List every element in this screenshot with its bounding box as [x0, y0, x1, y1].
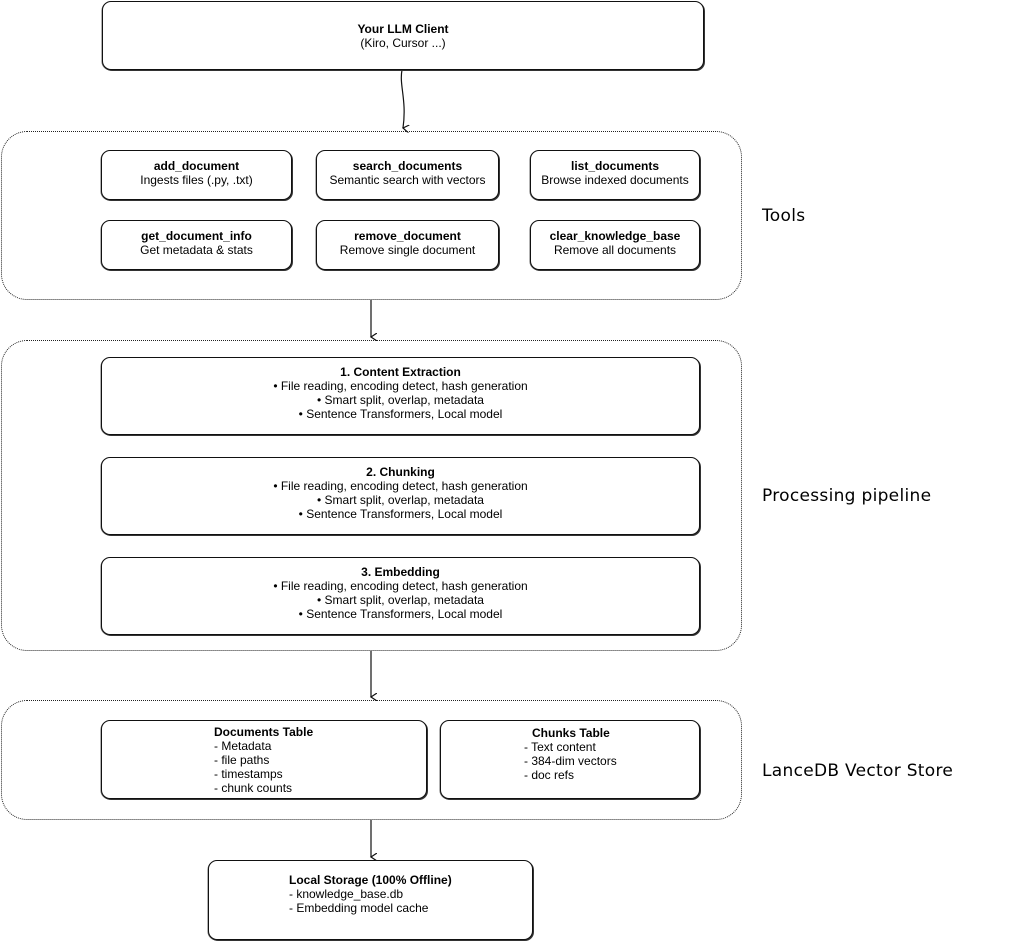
llm-client-title: Your LLM Client — [357, 22, 449, 36]
vector-store-label: LanceDB Vector Store — [762, 761, 954, 781]
stage-line: • File reading, encoding detect, hash ge… — [273, 579, 528, 593]
tool-desc: Remove all documents — [553, 243, 677, 257]
tool-add-document: add_document Ingests files (.py, .txt) — [101, 150, 292, 200]
tool-list-documents: list_documents Browse indexed documents — [530, 150, 700, 200]
tool-name: remove_document — [354, 229, 461, 243]
chunks-table-line: - Text content — [524, 740, 596, 754]
tool-name: clear_knowledge_base — [549, 229, 681, 243]
local-storage-title: Local Storage (100% Offline) — [289, 873, 452, 887]
pipeline-label: Processing pipeline — [762, 486, 932, 506]
tool-remove-document: remove_document Remove single document — [316, 220, 499, 270]
tool-get-document-info: get_document_info Get metadata & stats — [101, 220, 292, 270]
chunks-table-box: Chunks Table - Text content - 384-dim ve… — [440, 720, 700, 799]
chunks-table-title: Chunks Table — [532, 726, 610, 740]
pipeline-stage-embedding: 3. Embedding • File reading, encoding de… — [101, 557, 700, 635]
documents-table-line: - Metadata — [214, 739, 272, 753]
chunks-table-line: - doc refs — [524, 768, 575, 782]
tool-name: search_documents — [352, 159, 463, 173]
tool-name: add_document — [153, 159, 240, 173]
llm-client-subtitle: (Kiro, Cursor ...) — [360, 36, 446, 50]
tool-name: get_document_info — [141, 229, 252, 243]
stage-title: 1. Content Extraction — [340, 365, 461, 379]
documents-table-title: Documents Table — [214, 725, 314, 739]
tool-search-documents: search_documents Semantic search with ve… — [316, 150, 499, 200]
chunks-table-line: - 384-dim vectors — [524, 754, 617, 768]
stage-line: • Smart split, overlap, metadata — [317, 593, 484, 607]
stage-title: 2. Chunking — [366, 465, 435, 479]
tool-desc: Browse indexed documents — [541, 173, 689, 187]
local-storage-line: - Embedding model cache — [289, 901, 429, 915]
tool-desc: Semantic search with vectors — [329, 173, 486, 187]
pipeline-stage-chunking: 2. Chunking • File reading, encoding det… — [101, 457, 700, 535]
stage-line: • Sentence Transformers, Local model — [298, 407, 503, 421]
stage-title: 3. Embedding — [361, 565, 440, 579]
tool-desc: Get metadata & stats — [140, 243, 253, 257]
vector-store-group — [1, 700, 742, 820]
llm-client-box: Your LLM Client (Kiro, Cursor ...) — [102, 1, 704, 70]
documents-table-line: - chunk counts — [214, 781, 293, 795]
tool-clear-knowledge-base: clear_knowledge_base Remove all document… — [530, 220, 700, 270]
stage-line: • File reading, encoding detect, hash ge… — [273, 379, 528, 393]
stage-line: • Sentence Transformers, Local model — [298, 607, 503, 621]
pipeline-stage-content-extraction: 1. Content Extraction • File reading, en… — [101, 357, 700, 435]
tool-name: list_documents — [570, 159, 660, 173]
documents-table-line: - timestamps — [214, 767, 283, 781]
local-storage-line: - knowledge_base.db — [289, 887, 404, 901]
local-storage-box: Local Storage (100% Offline) - knowledge… — [208, 860, 533, 940]
pipeline-group — [1, 340, 742, 651]
tools-label: Tools — [762, 206, 806, 226]
tool-desc: Ingests files (.py, .txt) — [140, 173, 253, 187]
stage-line: • Sentence Transformers, Local model — [298, 507, 503, 521]
documents-table-line: - file paths — [214, 753, 270, 767]
stage-line: • Smart split, overlap, metadata — [317, 493, 484, 507]
tool-desc: Remove single document — [339, 243, 476, 257]
stage-line: • File reading, encoding detect, hash ge… — [273, 479, 528, 493]
arrow-client-to-tools — [400, 69, 404, 128]
stage-line: • Smart split, overlap, metadata — [317, 393, 484, 407]
tools-group — [1, 131, 742, 300]
documents-table-box: Documents Table - Metadata - file paths … — [101, 720, 427, 799]
